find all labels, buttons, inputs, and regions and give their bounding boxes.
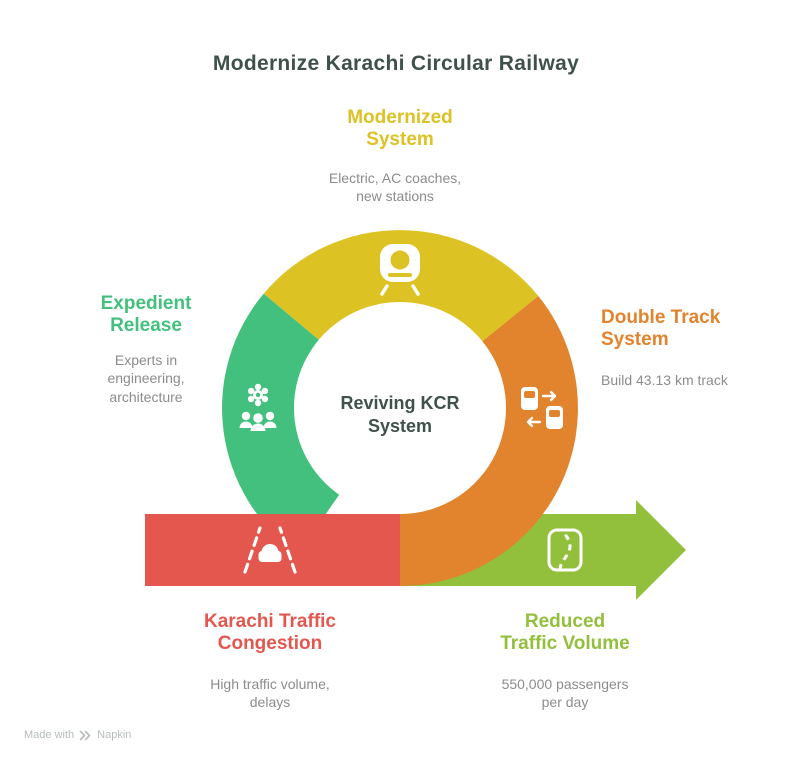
page-title: Modernize Karachi Circular Railway <box>212 52 580 75</box>
heading-expedient-release: Expedient Release <box>100 293 192 337</box>
train-icon <box>380 244 420 296</box>
body-modernized-system: Electric, AC coaches, new stations <box>328 170 462 205</box>
double-track-icon <box>521 387 563 429</box>
center-label: Reviving KCR System <box>340 393 460 436</box>
traffic-car-icon <box>243 526 297 574</box>
footer-brand-label: Napkin <box>97 729 132 741</box>
segment-modernized-system <box>263 230 539 342</box>
body-expedient-release: Experts in engineering, architecture <box>107 352 185 405</box>
footer-made-with-label: Made with <box>24 729 75 741</box>
napkin-logo-icon <box>79 730 91 740</box>
segment-double-track <box>400 296 578 586</box>
road-map-icon <box>547 528 583 572</box>
heading-karachi-congestion: Karachi Traffic Congestion <box>204 611 336 655</box>
segment-expedient-release <box>222 293 340 554</box>
experts-icon <box>239 383 277 431</box>
heading-modernized-system: Modernized System <box>347 107 453 151</box>
body-reduced-traffic: 550,000 passengers per day <box>501 676 629 711</box>
heading-double-track: Double Track System <box>601 307 721 351</box>
arrow-head <box>636 500 686 600</box>
footer-credit: Made with Napkin <box>24 729 131 741</box>
body-karachi-congestion: High traffic volume, delays <box>210 676 330 711</box>
heading-reduced-traffic: Reduced Traffic Volume <box>500 611 630 655</box>
body-double-track: Build 43.13 km track <box>601 372 728 388</box>
